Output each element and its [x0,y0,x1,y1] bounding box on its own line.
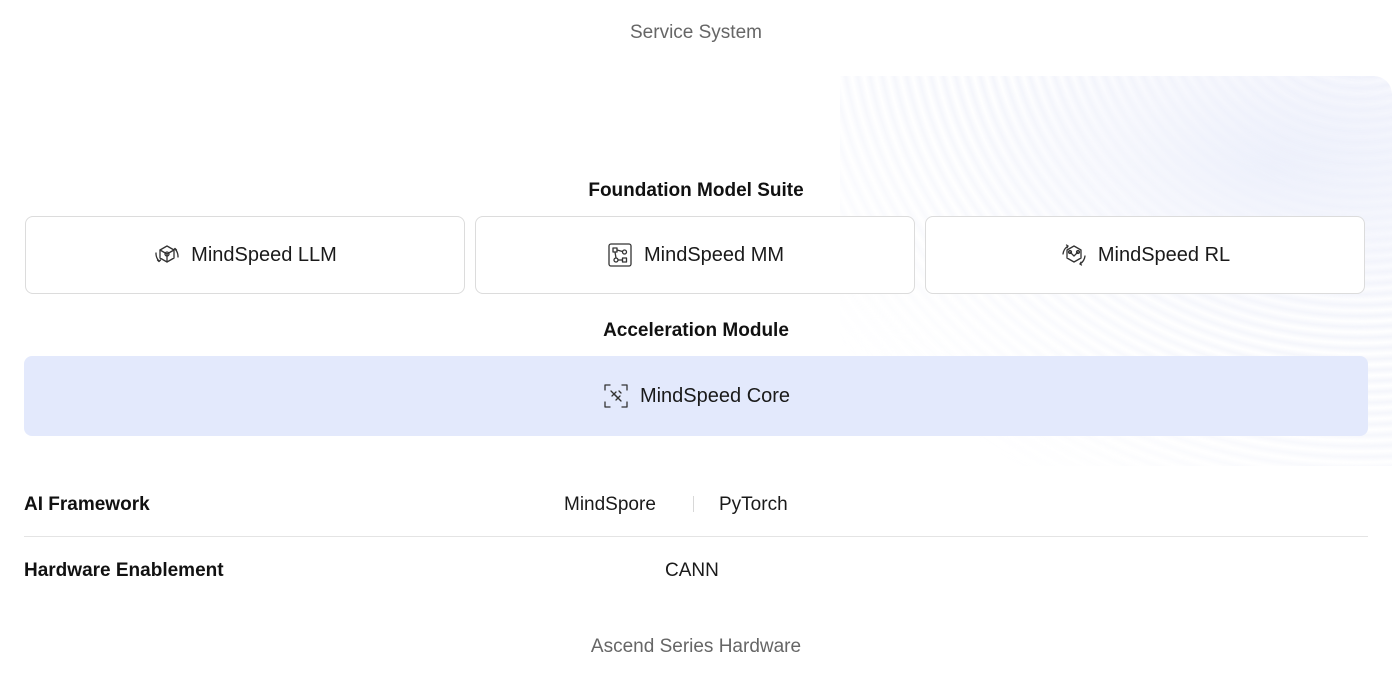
mindspeed-rl-card[interactable]: MindSpeed RL [925,216,1365,294]
mindspeed-mm-card[interactable]: MindSpeed MM [475,216,915,294]
multimodal-nodes-icon [606,241,634,269]
mindspeed-core-card[interactable]: MindSpeed Core [24,356,1368,436]
cube-cycle-icon [153,241,181,269]
hardware-enablement-label: Hardware Enablement [24,560,224,581]
core-label: MindSpeed Core [639,384,791,407]
row-divider [24,536,1368,537]
card-label: MindSpeed MM [643,243,785,266]
foundation-model-suite-title: Foundation Model Suite [588,180,804,201]
mindspeed-llm-card[interactable]: MindSpeed LLM [25,216,465,294]
reinforcement-loop-icon [1060,241,1088,269]
card-label: MindSpeed LLM [191,243,337,266]
rocket-focus-icon [602,382,630,410]
cann-label: CANN [665,560,719,581]
acceleration-module-title: Acceleration Module [603,320,789,341]
ai-framework-label: AI Framework [24,494,150,515]
service-system-label: Service System [630,22,762,43]
pytorch-label: PyTorch [719,494,788,515]
card-label: MindSpeed RL [1097,243,1231,266]
ascend-series-hardware-label: Ascend Series Hardware [590,636,802,657]
framework-divider [693,496,694,512]
mindspore-label: MindSpore [564,494,656,515]
